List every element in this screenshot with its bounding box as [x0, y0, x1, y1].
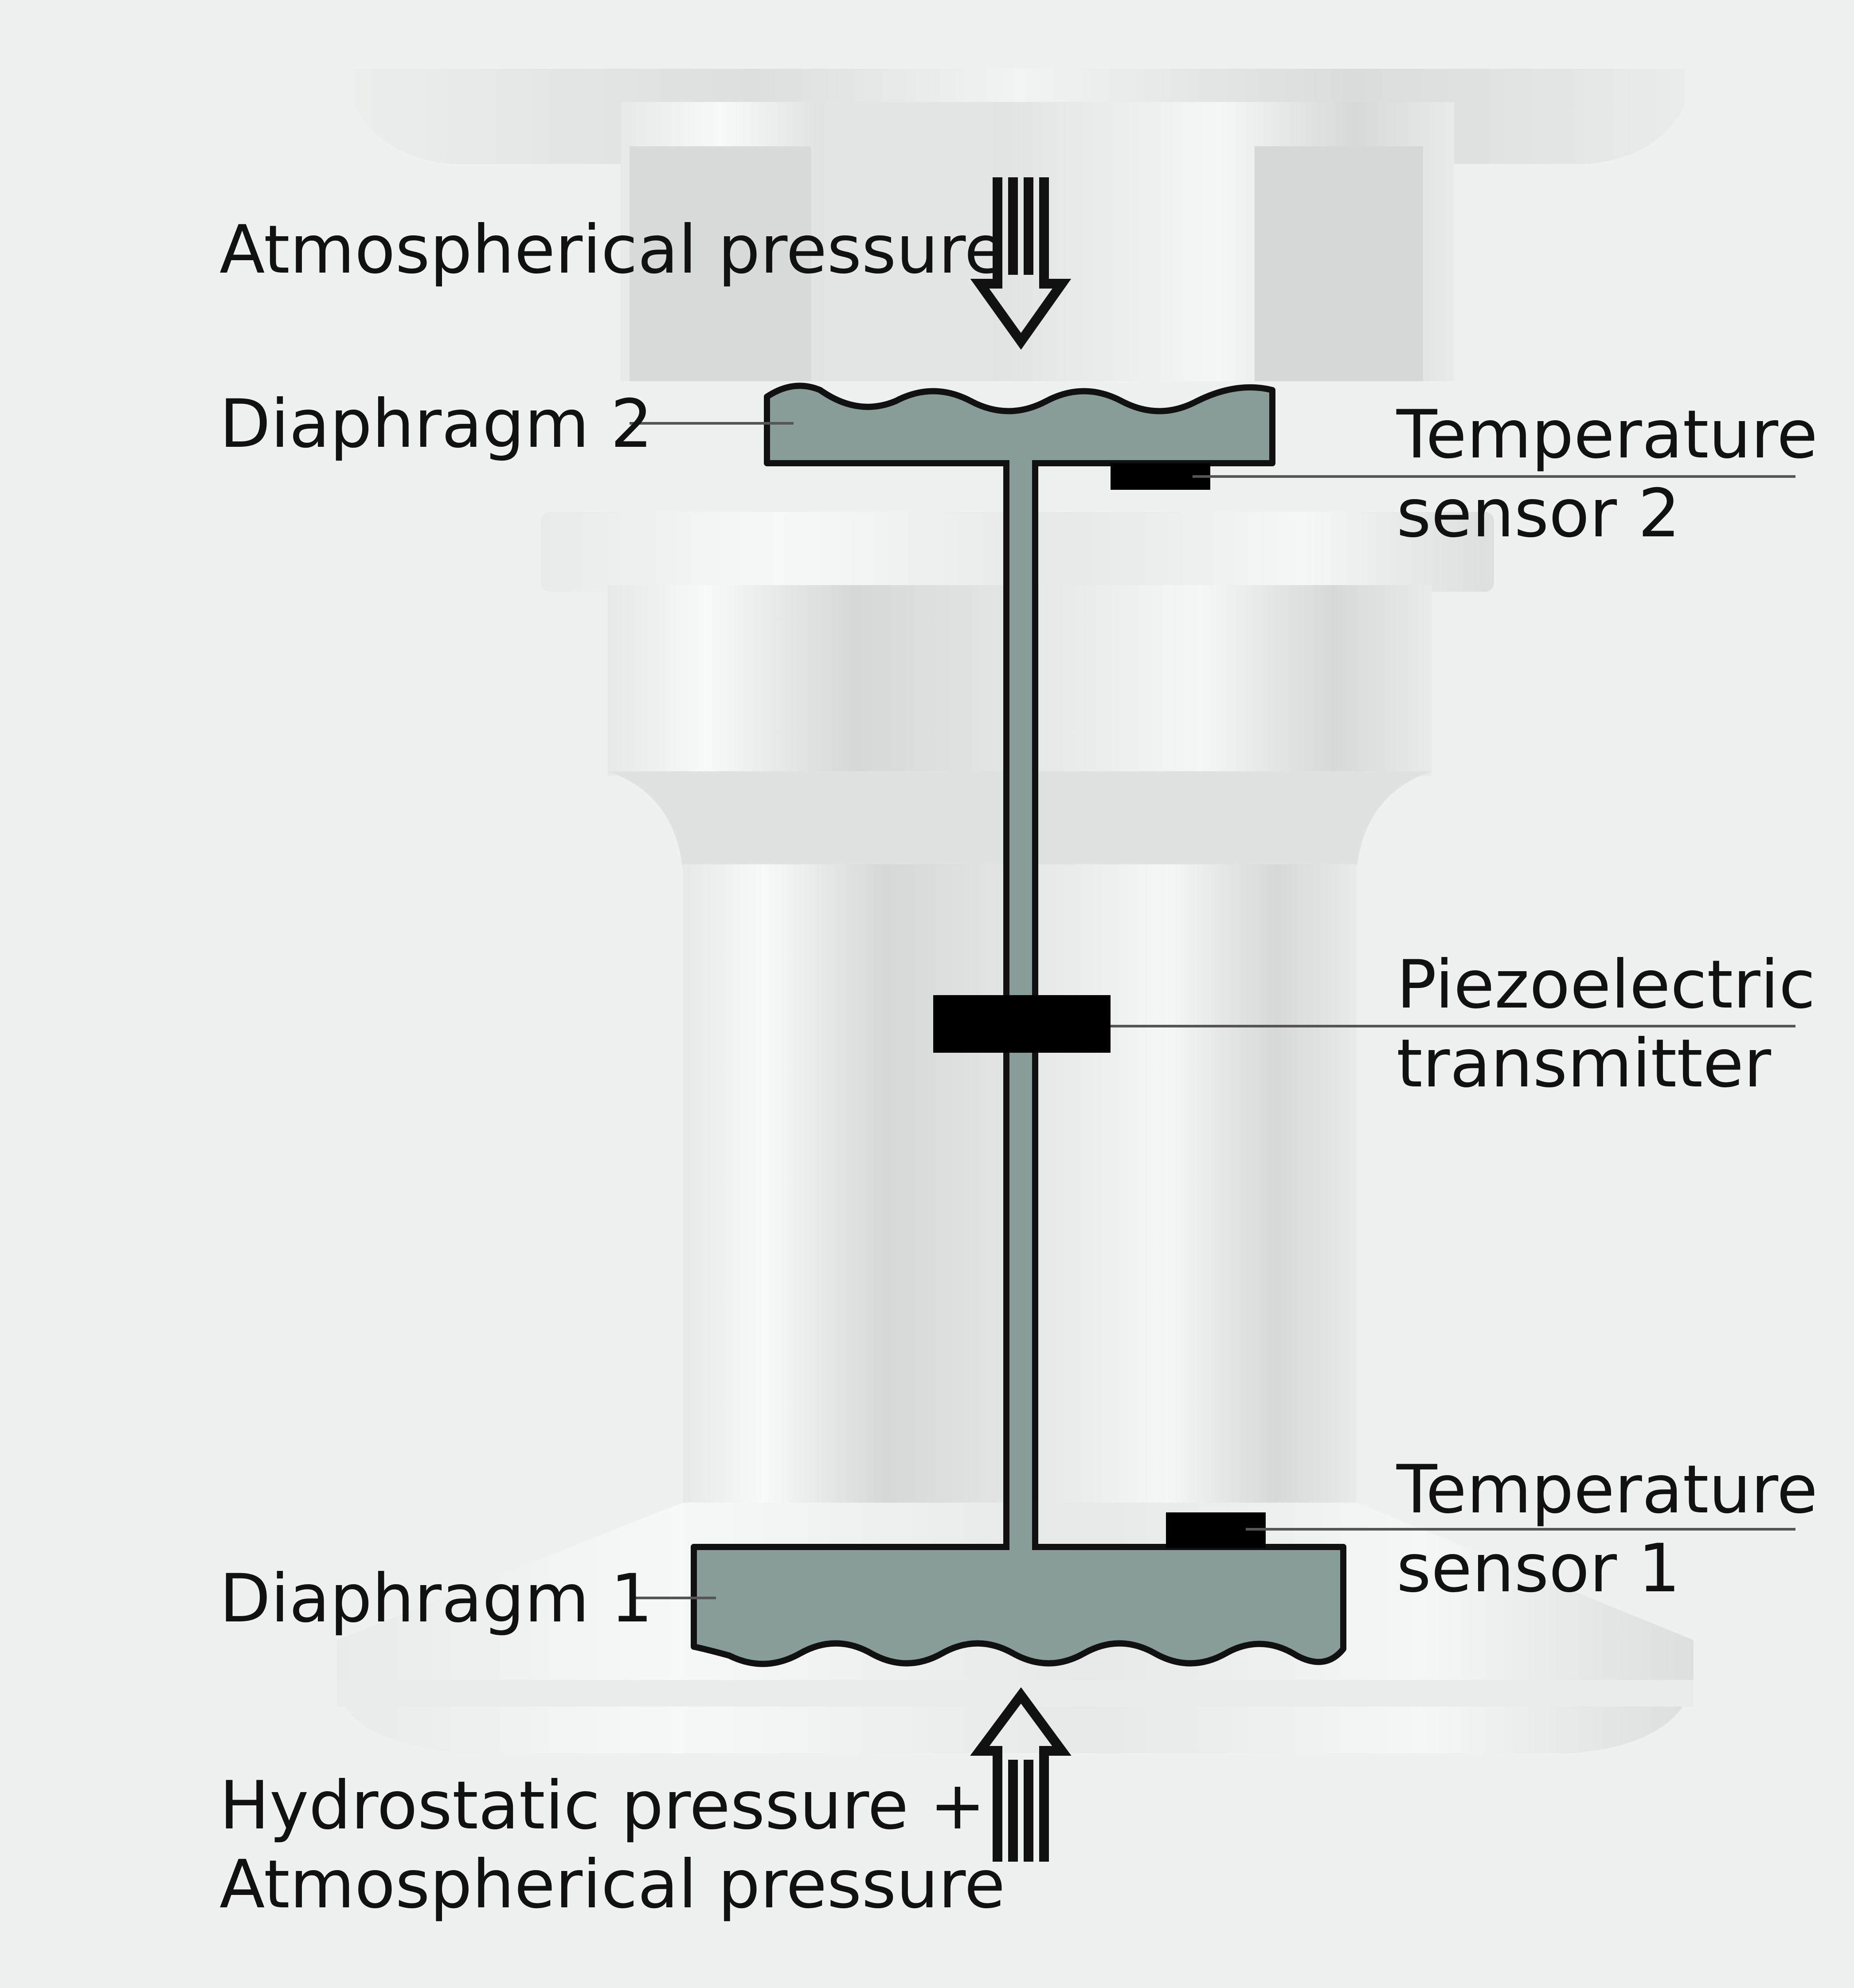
atmospheric-pressure-arrow	[970, 177, 1072, 350]
label-atmospherical-pressure: Atmospherical pressure	[219, 211, 1005, 289]
label-atmospherical-pressure-text: Atmospherical pressure	[219, 211, 1005, 289]
label-temperature-sensor-2-line-2: sensor 2	[1396, 475, 1681, 552]
diaphragm-2-stem-joint	[1009, 457, 1032, 470]
label-temperature-sensor-1: Temperature sensor 1	[1396, 1450, 1818, 1608]
label-piezoelectric-transmitter: Piezoelectric transmitter	[1396, 945, 1815, 1103]
diaphragm-1-stem-joint	[1009, 1538, 1032, 1554]
diaphragm-2-shape	[764, 383, 1275, 466]
diaphragm-1-shape	[691, 1544, 1346, 1667]
piezoelectric-transmitter-block	[933, 995, 1111, 1053]
leader-lines	[630, 422, 1795, 1599]
sensor-mechanism	[691, 383, 1346, 1667]
label-hydrostatic-plus-atmospherical: Hydrostatic pressure + Atmospherical pre…	[219, 1766, 1005, 1924]
housing-slot-right	[1255, 146, 1423, 381]
label-diaphragm-1: Diaphragm 1	[219, 1559, 653, 1638]
label-temperature-sensor-1-line-2: sensor 1	[1396, 1530, 1681, 1607]
label-diaphragm-2-text: Diaphragm 2	[219, 386, 653, 463]
label-hydrostatic-line-1: Hydrostatic pressure +	[219, 1767, 986, 1844]
label-piezoelectric-transmitter-line-2: transmitter	[1396, 1025, 1771, 1102]
housing-slot-left	[630, 146, 811, 381]
label-temperature-sensor-2: Temperature sensor 2	[1396, 395, 1818, 553]
housing-slot-mid	[825, 102, 993, 381]
hydrostatic-pressure-arrow	[970, 1687, 1072, 1862]
label-temperature-sensor-1-line-1: Temperature	[1396, 1451, 1818, 1528]
pressure-arrows	[970, 177, 1072, 1862]
label-piezoelectric-transmitter-line-1: Piezoelectric	[1396, 946, 1815, 1023]
label-diaphragm-1-text: Diaphragm 1	[219, 1560, 653, 1637]
label-diaphragm-2: Diaphragm 2	[219, 385, 653, 464]
label-temperature-sensor-2-line-1: Temperature	[1396, 396, 1818, 473]
label-hydrostatic-line-2: Atmospherical pressure	[219, 1846, 1005, 1923]
